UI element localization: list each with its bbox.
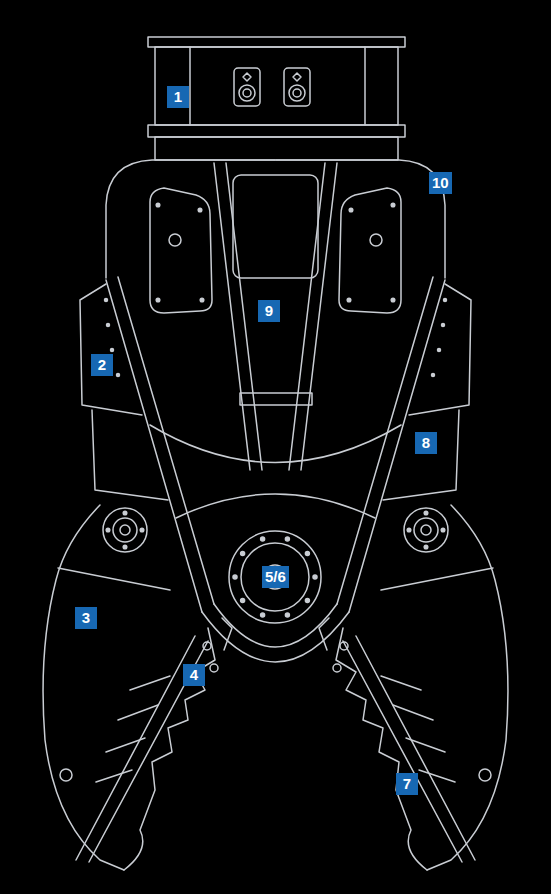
callout-number: 4 <box>183 664 205 686</box>
drawing-stroke <box>117 374 120 377</box>
drawing-stroke <box>293 73 301 81</box>
drawing-stroke <box>43 505 124 870</box>
drawing-stroke <box>106 160 275 278</box>
drawing-stroke <box>169 234 181 246</box>
drawing-stroke <box>156 298 160 302</box>
drawing-stroke <box>150 188 212 313</box>
drawing-stroke <box>229 531 321 623</box>
drawing-stroke <box>176 494 375 518</box>
drawing-stroke <box>293 89 301 97</box>
drawing-stroke <box>239 85 255 101</box>
drawing-stroke <box>60 769 72 781</box>
drawing-stroke <box>106 738 145 752</box>
drawing-stroke <box>234 68 260 106</box>
drawing-stroke <box>226 163 262 470</box>
callout-number: 5/6 <box>262 566 289 588</box>
drawing-stroke <box>58 568 170 590</box>
drawing-stroke <box>198 208 202 212</box>
drawing-stroke <box>284 68 310 106</box>
drawing-stroke <box>210 664 218 672</box>
centre-parts <box>148 37 405 662</box>
drawing-stroke <box>261 537 265 541</box>
drawing-stroke <box>113 518 137 542</box>
drawing-stroke <box>103 508 147 552</box>
drawing-stroke <box>261 613 265 617</box>
jaw-half <box>43 160 275 870</box>
callout-number: 2 <box>91 354 113 376</box>
callout-number: 1 <box>167 86 189 108</box>
drawing-stroke <box>243 73 251 81</box>
drawing-stroke <box>92 410 168 500</box>
jaw-half-mirror <box>276 160 508 870</box>
drawing-stroke <box>105 299 108 302</box>
drawing-stroke <box>118 705 158 720</box>
callout-number: 10 <box>429 172 452 194</box>
drawing-stroke <box>76 636 195 860</box>
drawing-stroke <box>203 642 211 650</box>
drawing-stroke <box>289 85 305 101</box>
drawing-stroke <box>148 37 405 47</box>
drawing-stroke <box>140 528 144 532</box>
drawing-stroke <box>190 47 365 125</box>
drawing-stroke <box>118 277 214 604</box>
drawing-stroke <box>106 528 110 532</box>
drawing-stroke <box>233 537 317 617</box>
drawing-stroke <box>130 676 170 690</box>
drawing-stroke <box>200 298 204 302</box>
drawing-stroke <box>285 613 289 617</box>
drawing-stroke <box>96 770 132 782</box>
drawing-stroke <box>120 525 130 535</box>
drawing-stroke <box>123 511 127 515</box>
drawing-stroke <box>285 537 289 541</box>
callout-number: 8 <box>415 432 437 454</box>
callout-number: 9 <box>258 300 280 322</box>
callout-number: 7 <box>396 773 418 795</box>
drawing-stroke <box>305 599 309 603</box>
drawing-stroke <box>106 280 202 612</box>
drawing-stroke <box>241 552 245 556</box>
drawing-stroke <box>313 575 317 579</box>
drawing-stroke <box>233 175 318 278</box>
drawing-stroke <box>233 575 237 579</box>
drawing-stroke <box>80 284 142 415</box>
drawing-stroke <box>150 425 401 463</box>
drawing-stroke <box>243 89 251 97</box>
drawing-stroke <box>241 599 245 603</box>
drawing-stroke <box>123 545 127 549</box>
drawing-stroke <box>241 543 309 611</box>
drawing-stroke <box>148 125 405 137</box>
drawing-stroke <box>155 47 398 125</box>
drawing-stroke <box>111 349 114 352</box>
drawing-stroke <box>155 137 398 160</box>
drawing-stroke <box>89 641 208 862</box>
drawing-stroke <box>156 203 160 207</box>
callout-number: 3 <box>75 607 97 629</box>
drawing-stroke <box>202 612 349 662</box>
drawing-stroke <box>240 393 312 405</box>
drawing-stroke <box>222 618 232 650</box>
drawing-stroke <box>305 552 309 556</box>
drawing-stroke <box>107 324 110 327</box>
drawing-stroke <box>124 628 215 870</box>
